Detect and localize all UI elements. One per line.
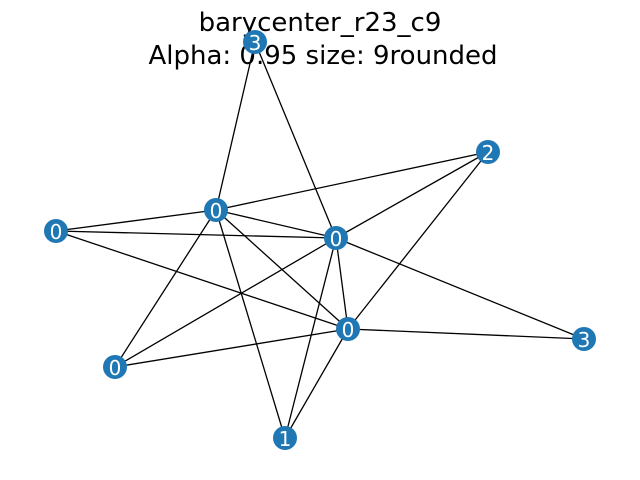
edge-top-center [254, 41, 337, 239]
node-label: 3 [578, 328, 591, 352]
node-center: 0 [324, 226, 348, 251]
node-layer: 3 2 0 0 0 0 3 0 1 [44, 30, 596, 451]
node-label: 1 [279, 427, 292, 451]
edge-top-center-left [215, 41, 256, 211]
node-circle [44, 219, 68, 243]
edge-upper-right-center-lower [347, 151, 489, 330]
edge-center-lower-bottom [284, 328, 349, 439]
node-label: 0 [342, 318, 355, 342]
edge-center-lower-left [114, 237, 337, 368]
node-circle [103, 355, 127, 379]
node-far-left: 0 [44, 219, 68, 244]
node-circle [243, 30, 267, 54]
node-upper-right: 2 [476, 140, 500, 165]
edge-center-lower-right [347, 328, 585, 340]
edge-center-left-bottom [215, 209, 286, 439]
node-circle [324, 226, 348, 250]
node-top: 3 [243, 30, 267, 55]
node-circle [273, 426, 297, 450]
edge-center-left-lower-left [114, 209, 217, 368]
edge-center-center-lower [335, 237, 349, 330]
node-label: 0 [109, 356, 122, 380]
node-label: 2 [482, 141, 495, 165]
node-right: 3 [572, 327, 596, 352]
node-lower-left: 0 [103, 355, 127, 380]
edge-upper-right-center-left [215, 151, 489, 211]
chart-title-line-1: barycenter_r23_c9 [199, 8, 442, 38]
edge-layer [55, 41, 585, 439]
node-label: 3 [249, 31, 262, 55]
node-circle [336, 317, 360, 341]
node-bottom: 1 [273, 426, 297, 451]
edge-center-left-far-left [55, 209, 217, 232]
edge-center-lower-lower-left [114, 328, 349, 368]
edge-far-left-center [55, 230, 337, 239]
node-label: 0 [50, 220, 63, 244]
node-label: 0 [210, 199, 223, 223]
node-center-lower: 0 [336, 317, 360, 342]
node-center-left: 0 [204, 198, 228, 223]
node-circle [204, 198, 228, 222]
chart-title-line-2: Alpha: 0.95 size: 9rounded [148, 41, 497, 71]
node-circle [572, 327, 596, 351]
node-circle [476, 140, 500, 164]
node-label: 0 [330, 227, 343, 251]
edge-center-bottom [284, 237, 337, 439]
edge-far-left-center-lower [55, 230, 349, 330]
edge-upper-right-center [335, 151, 489, 239]
edge-center-right [335, 237, 585, 340]
edge-center-left-center [215, 209, 337, 239]
